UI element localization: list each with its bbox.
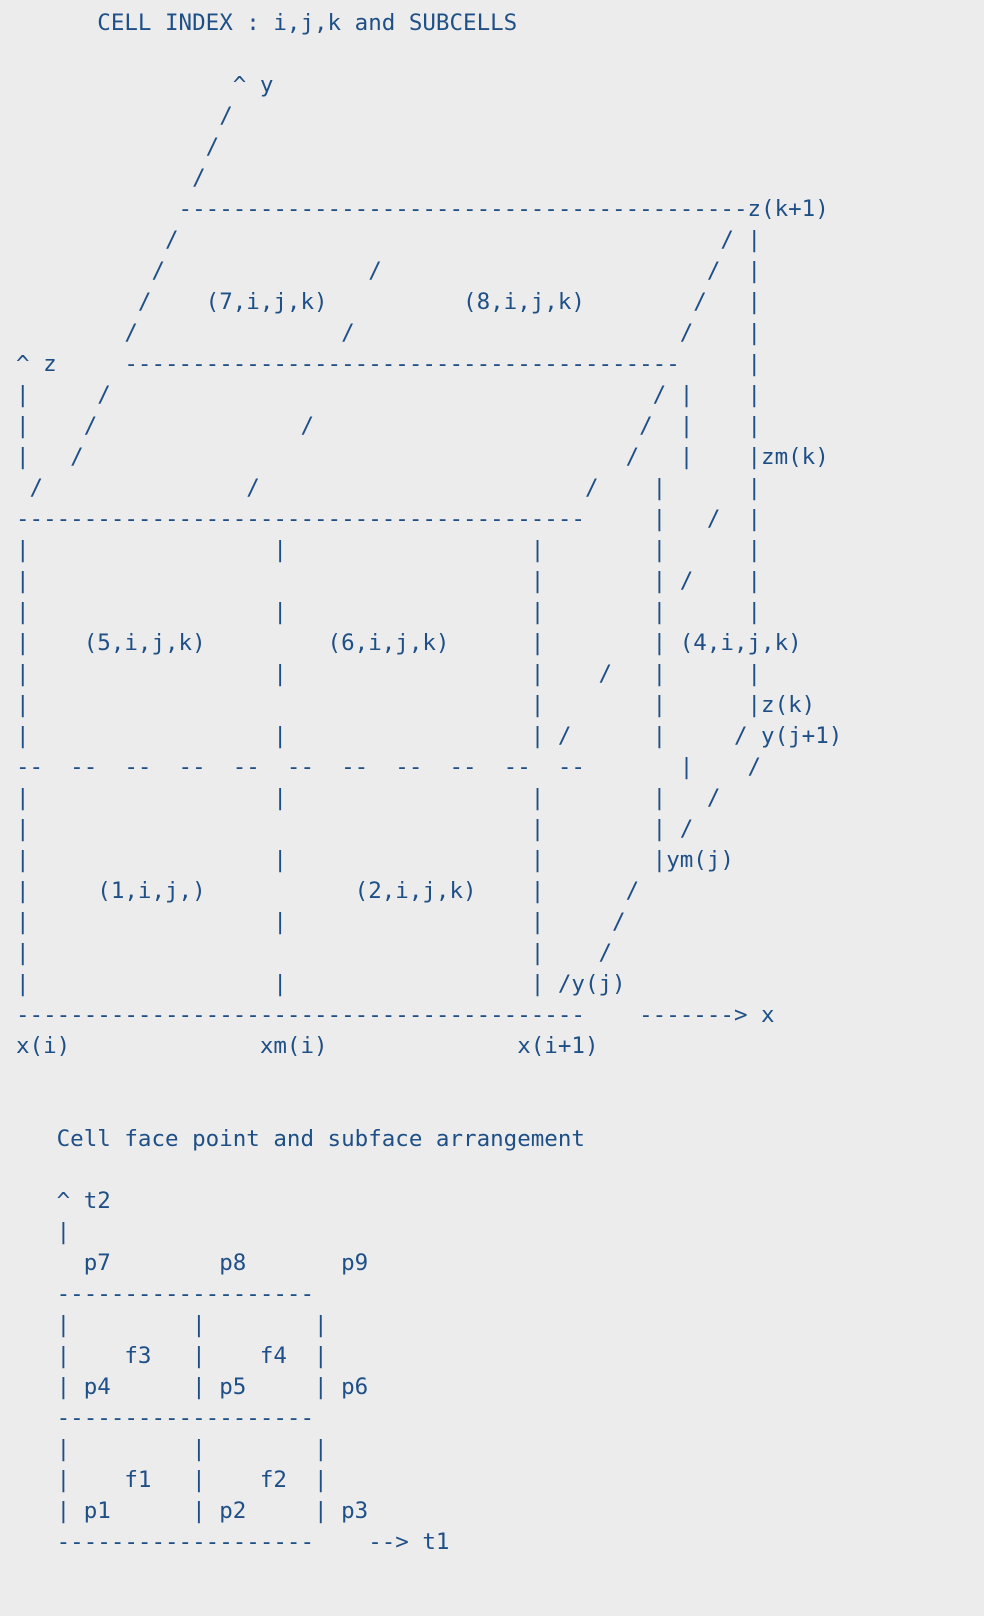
subcell-1-2-labels: | (1,i,j,) (2,i,j,k) | / xyxy=(16,878,640,904)
diagram-line: | | / xyxy=(16,940,613,966)
points-p1-p2-p3: | p1 | p2 | p3 xyxy=(16,1498,369,1524)
top-edge-z-k1: ----------------------------------------… xyxy=(16,196,829,222)
bottom-edge-x-axis: ----------------------------------------… xyxy=(16,1002,775,1028)
diagram-line xyxy=(16,1062,984,1093)
diagram-line xyxy=(16,39,984,70)
diagram-line: | / / | | xyxy=(16,382,762,408)
z-k-label: | | | |z(k) xyxy=(16,692,816,718)
points-p4-p5-p6: | p4 | p5 | p6 xyxy=(16,1374,369,1400)
diagram-line: / xyxy=(16,165,206,191)
mid-dashed-divider: -- -- -- -- -- -- -- -- -- -- -- | / xyxy=(16,754,762,780)
diagram-line: | | | / xyxy=(16,816,694,842)
diagram-line: | | | | / xyxy=(16,785,721,811)
face-section-title: Cell face point and subface arrangement xyxy=(16,1126,585,1152)
diagram-line: | | | / | xyxy=(16,568,762,594)
ym-j-label: | | | |ym(j) xyxy=(16,847,734,873)
subcell-5-6-4-labels: | (5,i,j,k) (6,i,j,k) | | (4,i,j,k) xyxy=(16,630,802,656)
ascii-diagram: CELL INDEX : i,j,k and SUBCELLS ^ y / / … xyxy=(16,10,984,1555)
zm-k-label: | / / | |zm(k) xyxy=(16,444,829,470)
subfaces-f3-f4: | f3 | f4 | xyxy=(16,1343,328,1369)
face-mid-edge: ------------------- xyxy=(16,1405,315,1431)
diagram-line: / / / | | xyxy=(16,475,762,501)
diagram-line: / xyxy=(16,134,220,160)
diagram-line: | / / / | | xyxy=(16,413,762,439)
front-top-edge: ----------------------------------------… xyxy=(16,506,762,532)
z-axis-label: ^ z ------------------------------------… xyxy=(16,351,762,377)
face-top-edge: ------------------- xyxy=(16,1281,315,1307)
diagram-line: | xyxy=(16,1219,71,1245)
diagram-line: / xyxy=(16,103,233,129)
y-j1-label: | | | / | / y(j+1) xyxy=(16,723,843,749)
diagram-line: | | | | | xyxy=(16,599,762,625)
diagram-line: | | | | | xyxy=(16,537,762,563)
x-coordinate-labels: x(i) xm(i) x(i+1) xyxy=(16,1033,599,1059)
diagram-line: / / | xyxy=(16,227,762,253)
points-p7-p8-p9: p7 p8 p9 xyxy=(16,1250,369,1276)
diagram-line: / / / | xyxy=(16,320,762,346)
diagram-line xyxy=(16,1155,984,1186)
diagram-line: | | | xyxy=(16,1312,328,1338)
subfaces-f1-f2: | f1 | f2 | xyxy=(16,1467,328,1493)
subcell-7-8-labels: / (7,i,j,k) (8,i,j,k) / | xyxy=(16,289,762,315)
y-axis-label: ^ y xyxy=(16,72,274,98)
diagram-line: | | | xyxy=(16,1436,328,1462)
diagram-line: | | | / xyxy=(16,909,626,935)
title: CELL INDEX : i,j,k and SUBCELLS xyxy=(16,10,518,36)
diagram-line: | | | / | | xyxy=(16,661,762,687)
diagram-line xyxy=(16,1093,984,1124)
y-j-label: | | | /y(j) xyxy=(16,971,626,997)
t2-axis-label: ^ t2 xyxy=(16,1188,111,1214)
face-bottom-edge-t1-axis: ------------------- --> t1 xyxy=(16,1529,450,1555)
diagram-line: / / / | xyxy=(16,258,762,284)
